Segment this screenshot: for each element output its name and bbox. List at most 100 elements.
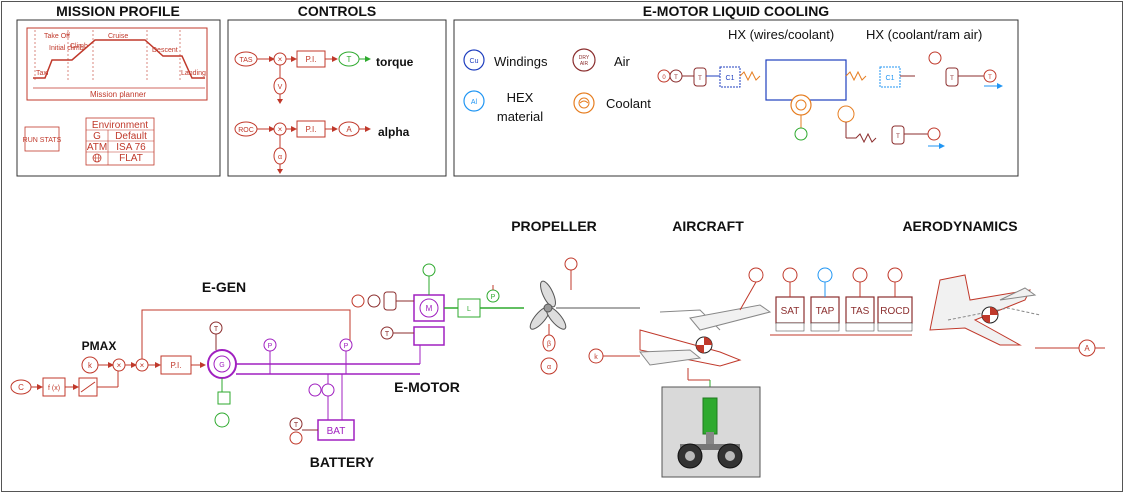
svg-text:P: P	[268, 343, 273, 350]
propeller-block[interactable]: β α	[527, 257, 640, 375]
mission-planner-label: Mission planner	[90, 90, 146, 99]
pmax-pi-block: P.I.	[171, 361, 182, 370]
environment-header: Environment	[92, 120, 148, 131]
env-value-atm: ISA 76	[116, 142, 146, 153]
svg-text:k: k	[594, 354, 598, 361]
e-motor-title: E-MOTOR	[394, 379, 460, 395]
coolant-icon	[573, 92, 595, 114]
phase-climb: Climb	[70, 43, 88, 50]
run-stats-button[interactable]: RUN STATS	[23, 126, 62, 152]
electric-bus: P P	[236, 338, 420, 420]
globe-icon	[92, 153, 102, 163]
sensor-connectors	[775, 322, 913, 332]
c-input-label: C	[18, 383, 24, 392]
control-loop-torque[interactable]: TAS × P.I. T V	[234, 50, 371, 104]
pmax-chain[interactable]: C f (x) k × × P.I.	[10, 309, 351, 397]
sensor-bank[interactable]: SAT TAP TAS ROCD	[770, 267, 913, 336]
cooling-schematic[interactable]: 0 T T C1 C1 T T	[657, 51, 1003, 149]
mechanical-shaft: L P	[444, 285, 524, 318]
legend-hex-material: Al HEX material	[463, 90, 543, 124]
e-gen-block[interactable]: G T	[207, 321, 237, 428]
aircraft-title: AIRCRAFT	[672, 218, 744, 234]
alpha-output-label: A	[346, 125, 352, 134]
bat-label: BAT	[327, 426, 346, 437]
legend-windings: Cu Windings	[463, 49, 548, 71]
svg-text:P: P	[344, 343, 349, 350]
env-value-flat: FLAT	[119, 153, 143, 164]
torque-label: torque	[376, 55, 414, 69]
windings-label: Windings	[494, 54, 548, 69]
svg-text:DRY: DRY	[579, 55, 590, 61]
cooling-title: E-MOTOR LIQUID COOLING	[643, 3, 830, 19]
controls-title: CONTROLS	[298, 3, 377, 19]
svg-text:G: G	[219, 362, 224, 369]
svg-text:×: ×	[140, 361, 145, 370]
coolant-label: Coolant	[606, 96, 651, 111]
e-gen-title: E-GEN	[202, 279, 246, 295]
alpha-sensor-label: α	[278, 154, 282, 161]
phase-landing: Landing	[181, 70, 206, 77]
al-symbol: Al	[471, 99, 478, 106]
sat-label: SAT	[781, 306, 800, 317]
cu-symbol: Cu	[470, 58, 479, 65]
env-key-g: G	[93, 131, 101, 142]
k-gain-label: k	[88, 361, 93, 370]
svg-text:×: ×	[278, 125, 283, 134]
aircraft-block[interactable]: k	[588, 267, 772, 388]
landing-gear-picture	[661, 386, 761, 478]
pi-block-1: P.I.	[306, 55, 317, 64]
aero-a-label: A	[1084, 344, 1090, 353]
sensor-tap[interactable]: TAP	[810, 267, 840, 324]
battery-title: BATTERY	[310, 454, 375, 470]
cooling-panel: E-MOTOR LIQUID COOLING HX (wires/coolant…	[453, 3, 1019, 177]
e-motor-block[interactable]: M T	[351, 263, 445, 364]
tap-label: TAP	[816, 306, 835, 317]
mission-profile-title: MISSION PROFILE	[56, 3, 180, 19]
hx1-label: HX (wires/coolant)	[728, 27, 834, 42]
torque-output-label: T	[347, 55, 352, 64]
pmax-title: PMAX	[82, 339, 117, 353]
svg-text:T: T	[950, 76, 954, 82]
phase-takeoff: Take Off	[44, 33, 70, 40]
prop-alpha-label: α	[547, 364, 551, 371]
control-loop-alpha[interactable]: ROC × P.I. A α	[234, 120, 371, 174]
svg-text:T: T	[698, 76, 702, 82]
phase-descent: Descent	[152, 47, 178, 54]
phase-initial-climb: Initial climb	[49, 45, 84, 52]
svg-text:0: 0	[662, 75, 666, 81]
env-value-g: Default	[115, 131, 147, 142]
propeller-title: PROPELLER	[511, 218, 597, 234]
controls-panel: CONTROLS TAS × P.I. T V torque ROC	[227, 3, 447, 177]
phase-cruise: Cruise	[108, 33, 128, 40]
sensor-tas[interactable]: TAS	[845, 267, 875, 324]
rocd-label: ROCD	[880, 306, 909, 317]
svg-text:L: L	[467, 306, 471, 313]
battery-block[interactable]: BAT T	[289, 417, 355, 445]
svg-text:AIR: AIR	[580, 61, 589, 67]
legend-air: DRY AIR Air	[572, 48, 631, 72]
fx-block: f (x)	[48, 385, 60, 392]
svg-text:×: ×	[117, 361, 122, 370]
beta-label: β	[547, 341, 551, 348]
tas-label: TAS	[851, 306, 870, 317]
svg-text:M: M	[426, 304, 433, 313]
svg-text:C1: C1	[886, 75, 895, 82]
aerodynamics-block[interactable]: A	[929, 274, 1105, 357]
svg-text:HEX: HEX	[507, 90, 534, 105]
main-system: E-GEN PMAX E-MOTOR BATTERY PROPELLER AIR…	[10, 218, 1105, 478]
mission-profile-panel: MISSION PROFILE Take Off Initial climb C…	[16, 3, 221, 177]
svg-text:×: ×	[278, 55, 283, 64]
air-label: Air	[614, 54, 631, 69]
sensor-sat[interactable]: SAT	[775, 267, 805, 324]
hx2-label: HX (coolant/ram air)	[866, 27, 982, 42]
mission-planner-block[interactable]: Take Off Initial climb Climb Cruise Desc…	[26, 27, 208, 101]
run-stats-label: RUN STATS	[23, 137, 62, 144]
roc-sensor-label: ROC	[238, 127, 254, 134]
svg-text:T: T	[385, 331, 390, 338]
alpha-label: alpha	[378, 125, 410, 139]
pi-block-2: P.I.	[306, 125, 317, 134]
environment-table[interactable]: Environment G Default ATM ISA 76 FLAT	[85, 117, 155, 166]
svg-text:T: T	[294, 422, 299, 429]
sensor-rocd[interactable]: ROCD	[877, 267, 913, 324]
